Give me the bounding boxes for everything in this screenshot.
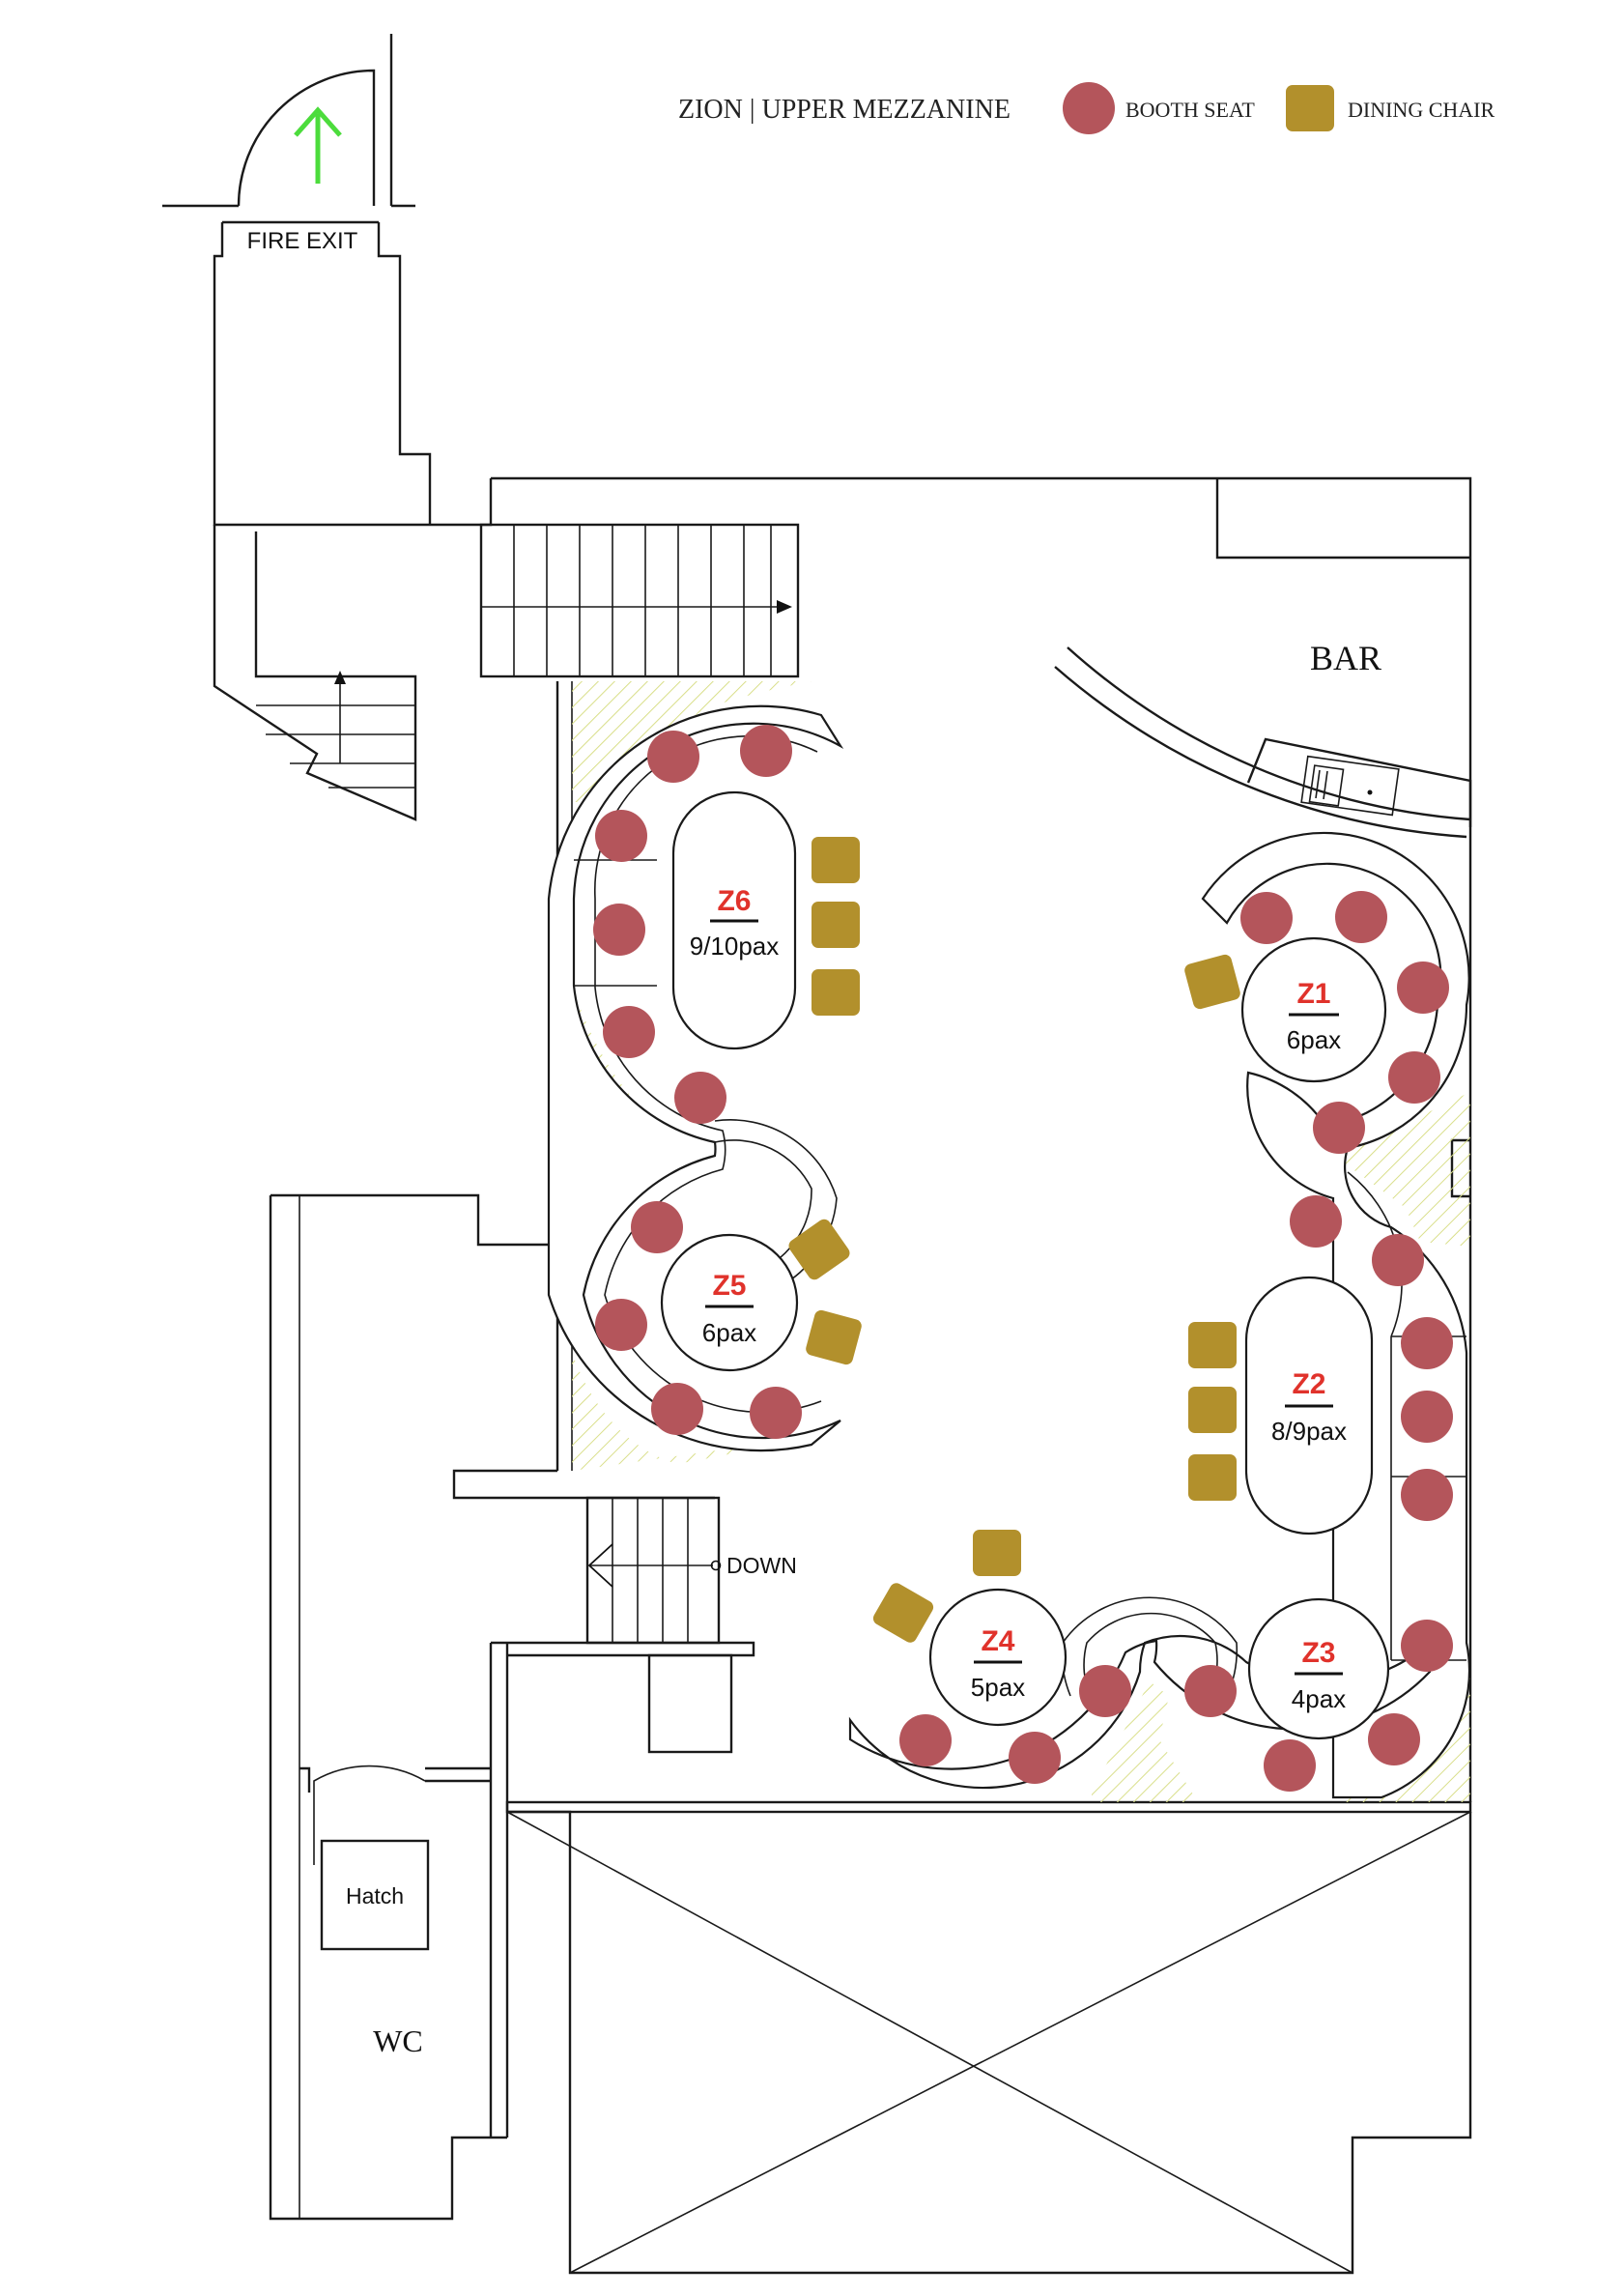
booth-seat	[1184, 1665, 1237, 1717]
booth-seat	[1335, 891, 1387, 943]
zone-z4-id: Z4	[981, 1625, 1014, 1657]
fire-exit-label: FIRE EXIT	[247, 228, 358, 254]
booth-seat	[603, 1006, 655, 1058]
booth-seat	[593, 904, 645, 956]
booth-seat	[1264, 1739, 1316, 1792]
booth-seat	[750, 1387, 802, 1439]
wc-room	[299, 1765, 491, 1951]
dining-chair	[1188, 1322, 1237, 1368]
booth-seat	[1401, 1317, 1453, 1369]
dining-chair	[872, 1583, 934, 1643]
booth-seat	[595, 1299, 647, 1351]
booth-seat	[1372, 1234, 1424, 1286]
zone-z4-capacity: 5pax	[971, 1673, 1025, 1702]
booth-seat	[1388, 1051, 1440, 1104]
dining-chair	[973, 1530, 1021, 1576]
legend-dining-chair-label: DINING CHAIR	[1348, 98, 1495, 122]
booth-seat	[1313, 1102, 1365, 1154]
table-z3	[1247, 1597, 1390, 1740]
table-z1	[1240, 936, 1387, 1083]
booth-seat	[1290, 1195, 1342, 1248]
legend-dining-chair-swatch	[1286, 85, 1334, 131]
dining-chair	[806, 1309, 862, 1365]
zone-z5-capacity: 6pax	[702, 1318, 756, 1347]
booth-seat	[1397, 961, 1449, 1014]
bar-label: BAR	[1310, 639, 1381, 677]
booth-seat	[674, 1072, 726, 1124]
fire-exit-corridor	[162, 34, 432, 821]
legend-booth-seat-swatch	[1063, 82, 1115, 134]
dining-chairs	[788, 837, 1240, 1643]
zone-z1-capacity: 6pax	[1287, 1025, 1341, 1054]
zone-z3-id: Z3	[1301, 1637, 1335, 1669]
booth-seats	[593, 725, 1453, 1792]
hatch-label: Hatch	[346, 1883, 404, 1909]
dining-chair	[812, 902, 860, 948]
zone-z6-capacity: 9/10pax	[690, 932, 780, 961]
booth-seat	[631, 1201, 683, 1253]
booth-seat	[647, 731, 699, 783]
fire-exit-arrow-icon	[294, 106, 342, 184]
zone-z2-id: Z2	[1292, 1368, 1325, 1400]
dining-chair	[1188, 1454, 1237, 1501]
plan-title: ZION | UPPER MEZZANINE	[678, 95, 1011, 125]
booth-seat	[1009, 1732, 1061, 1784]
dining-chair	[812, 969, 860, 1016]
dining-chair	[812, 837, 860, 883]
booth-seat	[1401, 1469, 1453, 1521]
zone-z5-id: Z5	[712, 1270, 746, 1302]
zone-z2-capacity: 8/9pax	[1271, 1417, 1347, 1446]
booth-seat	[1240, 892, 1293, 944]
down-label: DOWN	[726, 1553, 797, 1578]
booth-seat	[1401, 1620, 1453, 1672]
booth-seat	[1079, 1665, 1131, 1717]
table-z5	[660, 1233, 799, 1372]
bar-counter	[1054, 646, 1472, 839]
booth-seat	[899, 1714, 952, 1766]
zone-z1-id: Z1	[1296, 978, 1330, 1010]
booth-seat	[595, 810, 647, 862]
zone-z6-id: Z6	[717, 885, 751, 917]
wc-label: WC	[373, 2023, 423, 2058]
dining-chair	[1184, 954, 1240, 1010]
booth-seat	[1401, 1391, 1453, 1443]
table-z4	[928, 1588, 1068, 1727]
dining-chair	[788, 1219, 850, 1280]
booth-seat	[1368, 1713, 1420, 1765]
upper-stair	[479, 523, 800, 678]
booth-seat	[740, 725, 792, 777]
zone-z3-capacity: 4pax	[1292, 1684, 1346, 1713]
booth-seat	[651, 1383, 703, 1435]
dining-chair	[1188, 1387, 1237, 1433]
down-stair	[585, 1496, 733, 1754]
legend-booth-seat-label: BOOTH SEAT	[1125, 98, 1255, 122]
